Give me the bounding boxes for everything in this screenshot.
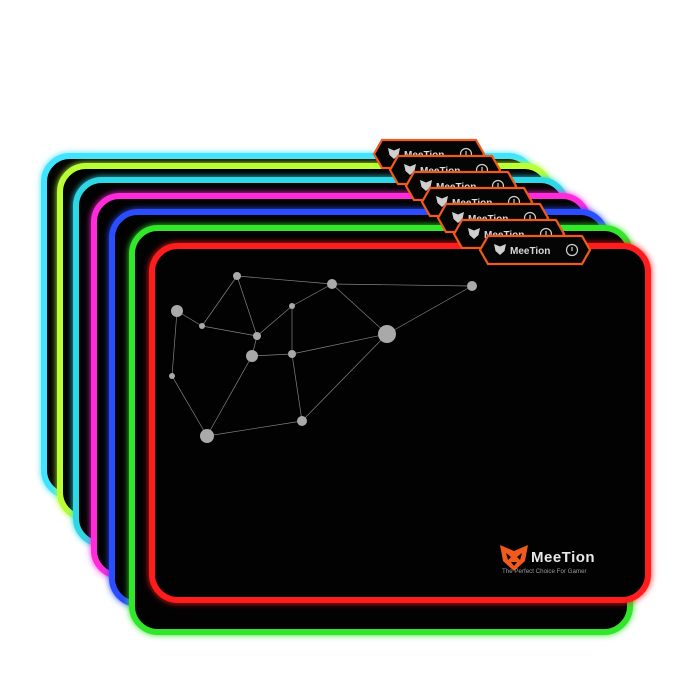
usb-hub-stack: MeeTionMeeTionMeeTionMeeTionMeeTionMeeTi… [372,138,592,266]
meetion-mask-logo-icon [500,545,528,571]
mousepad-red [149,243,651,603]
brand-name: MeeTion [531,549,595,566]
constellation-pattern [169,272,477,443]
brand-tagline: The Perfect Choice For Gamer [502,568,587,575]
usb-power-button-icon [565,243,579,257]
meetion-mask-logo-icon [494,244,506,255]
mousepad-stack [41,153,651,635]
usb-hub-tag: MeeTion [478,234,592,266]
hub-brand-name: MeeTion [510,246,550,257]
meetion-mask-logo-icon [468,228,480,239]
front-brand-block: MeeTion The Perfect Choice For Gamer [500,545,595,575]
